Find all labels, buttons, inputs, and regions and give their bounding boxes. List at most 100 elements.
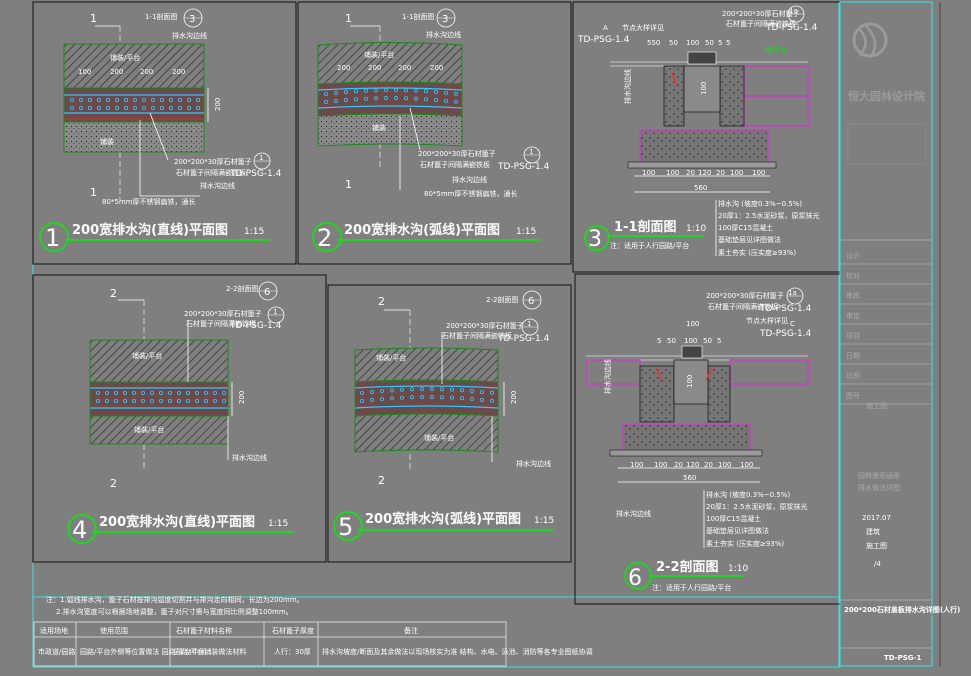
panel-title: 1-1剖面图: [614, 219, 677, 235]
grate-hole: [389, 396, 394, 401]
paving-label: 铺装/平台: [376, 353, 406, 362]
grate-hole: [323, 92, 328, 97]
grate-hole: [429, 387, 434, 392]
dim-bottom: 100: [718, 461, 731, 469]
grate-hole: [439, 395, 444, 400]
grate-note: 石材篦子间隔满嵌铁板: [186, 319, 256, 328]
note-line-2: 2.排水沟宽度可以根据场地调整，篦子对尺寸需与宽度同比例调整100mm。: [56, 607, 293, 616]
grate-hole: [379, 397, 384, 402]
grate-hole: [489, 398, 494, 403]
panel-title: 200宽排水沟(弧线)平面图: [344, 222, 500, 238]
grate-hole: [212, 398, 217, 403]
dim: 200: [398, 64, 411, 72]
project-sub: 排水做法详图: [858, 483, 900, 492]
dim: 5: [657, 337, 661, 345]
paving-label: 铺装/平台: [132, 351, 162, 360]
title-block-row-label: 设计: [846, 251, 860, 260]
grate-hole: [106, 98, 111, 103]
grate-hole: [459, 396, 464, 401]
dim: 200: [140, 68, 153, 76]
grate-hole: [373, 88, 378, 93]
grate-hole: [389, 388, 394, 393]
drawing-title: 200*200石材盖板排水沟详图(人行): [844, 605, 960, 614]
ref-code: C: [790, 320, 795, 328]
panel-title: 200宽排水沟(直线)平面图: [72, 222, 228, 238]
project-label: 园林景观通用: [858, 471, 900, 480]
title-block-row-label: 校对: [846, 271, 860, 280]
grate-hole: [423, 97, 428, 102]
ref-number: 3: [442, 14, 448, 25]
grate-hole: [479, 389, 484, 394]
panel-scale: 1:15: [268, 519, 288, 529]
cover-label: 200*200*30厚石材篦子: [446, 321, 524, 330]
dim: 5: [717, 337, 721, 345]
grate-hole: [433, 98, 438, 103]
code-num: 1: [529, 148, 533, 156]
drain-line-label: 排水沟边线: [172, 31, 207, 40]
detail-code: TD-PSG-1.4: [229, 169, 282, 179]
title-block-row-label: 图号: [846, 392, 860, 400]
panel-number: 4: [72, 516, 87, 544]
title-block-row-label: 日期: [846, 352, 860, 360]
grate-hole: [403, 96, 408, 101]
grate-hole: [419, 395, 424, 400]
grate-hole: [185, 398, 190, 403]
drain-line-label: 排水沟边线: [452, 175, 487, 184]
grate-hole: [409, 395, 414, 400]
ref-number: 6: [528, 296, 534, 307]
grate-hole: [149, 398, 154, 403]
dim-200: 200: [238, 391, 246, 404]
dim-total: 560: [694, 184, 707, 192]
layer-label: 排水沟 (坡度0.3%~0.5%): [718, 199, 802, 208]
paving-label: 铺装/平台: [110, 53, 140, 62]
grate-hole: [123, 390, 128, 395]
grate-hole: [105, 398, 110, 403]
grate-hole: [469, 388, 474, 393]
drain-line-label: 排水沟边线: [623, 69, 632, 104]
paving-label: 铺装: [100, 137, 114, 146]
table-header: 适用场地: [40, 626, 68, 635]
panel-title: 200宽排水沟(弧线)平面图: [365, 511, 521, 527]
detail-code: TD-PSG-1.4: [229, 321, 282, 331]
grate-hole: [323, 100, 328, 105]
grate-hole: [479, 397, 484, 402]
grate-hole: [399, 395, 404, 400]
grate-hole: [168, 106, 173, 111]
grate-hole: [123, 398, 128, 403]
code-num: 1: [273, 308, 277, 316]
dim-bottom: 100: [654, 461, 667, 469]
grate-hole: [379, 389, 384, 394]
section-ref-text: 2-2剖面图: [486, 295, 518, 304]
grate-hole: [79, 106, 84, 111]
code-num: 1: [259, 154, 263, 162]
layer-label: 20厚1：2.5水泥砂浆，原浆抹光: [718, 211, 820, 220]
grate-hole: [403, 88, 408, 93]
company-logo: [852, 22, 888, 59]
joint-label: 节点大样详见: [622, 23, 664, 32]
drain-line-label: 排水沟边线: [616, 509, 651, 518]
grate-hole: [105, 390, 110, 395]
cover-label: 200*200*30厚石材篦子: [722, 9, 800, 18]
detail-code: TD-PSG-1.4: [759, 304, 812, 314]
notes-section: 注：1.弧线排水沟，篦子石材按排沟弧度切割并与排沟走向相同，长边为200mm。 …: [33, 595, 593, 667]
grate-hole: [203, 398, 208, 403]
dim: 200: [337, 64, 350, 72]
dim: 200: [172, 68, 185, 76]
dim-bottom: 120: [698, 169, 711, 177]
panel-note: 注：适用于人行园路/平台: [610, 241, 689, 250]
panel-frame-5: [327, 284, 572, 563]
dim-bottom: 100: [630, 461, 643, 469]
layer-label: 基础垫层见详图做法: [718, 235, 781, 244]
grate-hole: [363, 96, 368, 101]
panel-note: 注：适用于人行园路/平台: [652, 583, 731, 592]
dim: 5: [718, 39, 722, 47]
grate-hole: [88, 106, 93, 111]
title-block-row-label: 比例: [846, 371, 860, 380]
dim-bottom: 120: [686, 461, 699, 469]
layer-label: 100厚C15混凝土: [718, 223, 773, 232]
panel-scale: 1:15: [534, 516, 554, 526]
dim: 100: [686, 39, 699, 47]
grate-hole: [423, 89, 428, 94]
panel-1-plan: 1 1-1剖面图 3 排水沟边线 铺装/平台 铺装 100 200 200 20…: [39, 8, 282, 252]
dim-bottom: 100: [740, 461, 753, 469]
